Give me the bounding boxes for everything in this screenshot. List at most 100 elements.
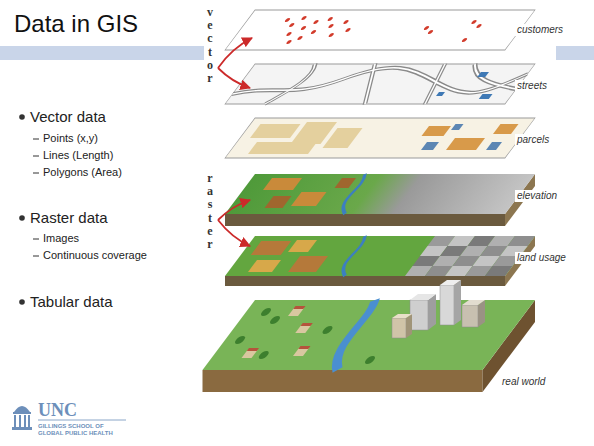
customers-layer	[342, 20, 349, 24]
parcels-layer	[486, 142, 502, 150]
parcels-layer	[248, 142, 317, 154]
bullet-text: Raster data	[30, 209, 108, 227]
streets-layer	[415, 64, 455, 104]
pointer-arrow	[218, 38, 252, 68]
customers-layer	[470, 20, 477, 24]
real-world-layer	[202, 300, 535, 370]
parcels-layer	[250, 124, 301, 138]
elevation-layer	[264, 196, 291, 208]
streets-layer	[434, 72, 509, 99]
real-world-layer	[322, 300, 390, 370]
buildings	[428, 294, 436, 330]
elevation-layer	[335, 174, 375, 214]
streets-layer	[477, 72, 489, 77]
bullet-dot	[19, 299, 25, 305]
logo-icon	[13, 412, 31, 414]
layer-label: land usage	[515, 252, 568, 264]
real-world-layer	[257, 351, 271, 359]
customers-layer	[475, 24, 482, 28]
elevation-layer	[264, 178, 356, 208]
customers-layer	[267, 16, 488, 44]
land-usage-layer	[507, 236, 535, 246]
customers-layer	[423, 26, 430, 30]
real-world-layer	[218, 308, 413, 364]
parcels-layer	[225, 118, 535, 158]
logo-icon	[14, 406, 30, 412]
real-world-side	[203, 370, 483, 392]
land-usage-layer	[251, 241, 292, 255]
streets-layer	[225, 64, 535, 104]
real-world-layer	[259, 308, 273, 316]
streets-layer	[345, 64, 395, 104]
sub-bullet-text: Points (x,y)	[43, 132, 98, 145]
elevation-layer	[225, 174, 535, 214]
real-world-layer	[288, 308, 304, 316]
land-usage-layer	[288, 256, 328, 272]
bullet-dot	[19, 114, 25, 120]
sub-bullet-dash	[33, 156, 39, 157]
sub-bullet-text: Images	[43, 232, 79, 245]
customers-layer	[285, 40, 292, 44]
customers-layer	[427, 30, 434, 34]
real-world-layer	[241, 308, 339, 358]
streets-layer	[436, 92, 445, 96]
streets-layer	[415, 64, 455, 104]
parcels-layer	[446, 138, 485, 150]
logo-subtitle: GILLINGS SCHOOL OF GLOBAL PUBLIC HEALTH	[38, 423, 126, 437]
group-label: vector	[206, 6, 214, 85]
buildings	[406, 314, 412, 338]
bullet-text: Vector data	[30, 108, 106, 126]
buildings	[410, 300, 428, 330]
customers-layer	[285, 32, 292, 36]
pointer-arrow	[218, 200, 250, 220]
buildings	[440, 285, 454, 325]
customers-layer	[327, 24, 334, 28]
streets-layer	[265, 64, 318, 104]
logo-divider	[38, 420, 126, 421]
buildings	[392, 318, 406, 338]
sub-bullet-dash	[33, 239, 39, 240]
pointer-arrow	[218, 220, 250, 246]
parcels-layer	[421, 126, 451, 136]
real-world-layer	[298, 346, 310, 349]
land-usage-layer	[248, 240, 317, 272]
customers-layer	[288, 23, 295, 27]
customers-layer	[344, 28, 351, 32]
slide-title: Data in GIS	[14, 12, 138, 36]
real-world-layer	[233, 336, 247, 344]
land-usage-layer	[485, 266, 513, 276]
land-usage-side	[225, 276, 505, 286]
sub-bullet-dash	[33, 256, 39, 257]
customers-layer	[310, 30, 317, 34]
real-world-layer	[268, 316, 282, 324]
parcels-layer	[493, 124, 519, 134]
parcels-layer	[322, 128, 362, 148]
logo-text: UNC	[38, 401, 77, 419]
parcels-layer	[421, 124, 516, 150]
pointer-arrow	[218, 68, 250, 88]
buildings	[392, 280, 485, 338]
buildings	[410, 294, 436, 300]
sub-bullet-dash	[33, 139, 39, 256]
parcels-layer	[238, 122, 367, 154]
logo-icon	[19, 415, 21, 427]
customers-layer	[312, 20, 319, 24]
sub-bullet-text: Lines (Length)	[43, 149, 113, 162]
sub-bullet-dash	[33, 173, 39, 174]
streets-layer	[265, 64, 318, 104]
parcels-layer	[451, 124, 464, 130]
buildings	[462, 300, 485, 305]
elevation-layer	[334, 178, 356, 188]
land-usage-layer	[335, 236, 375, 276]
streets-layer	[345, 64, 395, 104]
group-label: raster	[206, 172, 214, 251]
logo-icon	[12, 427, 32, 430]
streets-layer	[479, 94, 493, 99]
bullet-dot	[19, 215, 25, 221]
buildings	[454, 280, 461, 325]
elevation-layer	[291, 192, 327, 206]
customers-layer	[327, 17, 334, 21]
customers-layer	[300, 26, 307, 30]
bullet-dot	[19, 114, 25, 305]
logo-icon	[14, 415, 16, 427]
